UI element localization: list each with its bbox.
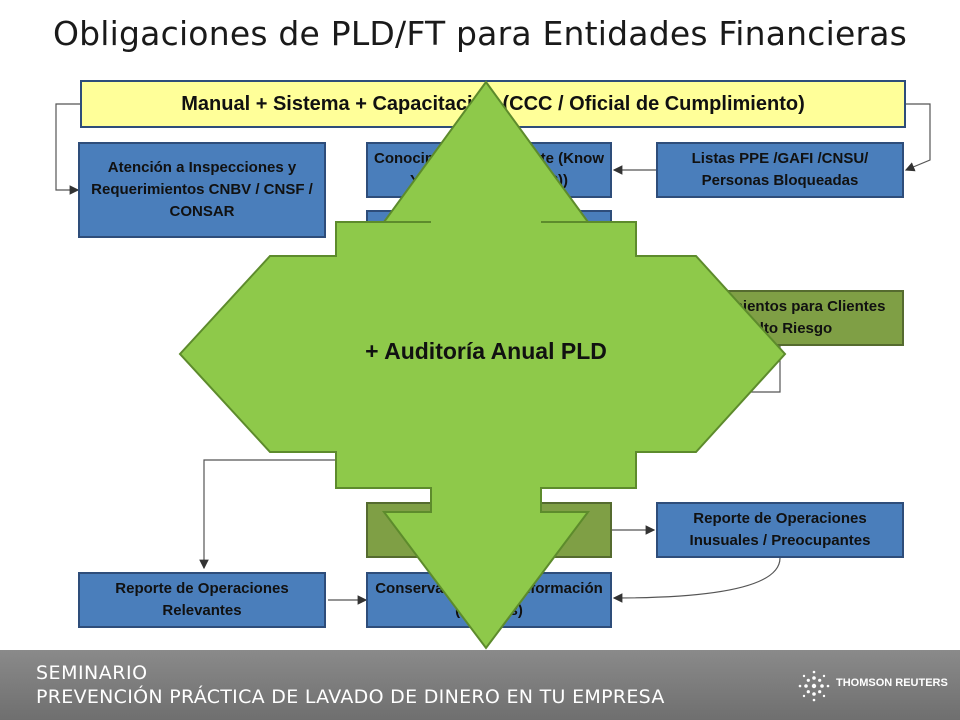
connector-banner-to-inspecciones: [55, 103, 80, 195]
center-label: + Auditoría Anual PLD: [365, 338, 607, 364]
connector-ros-to-conservacion: [612, 557, 781, 603]
box-ros: Reporte de Operaciones Inusuales / Preoc…: [656, 502, 904, 558]
box-listas: Listas PPE /GAFI /CNSU/ Personas Bloquea…: [656, 142, 904, 198]
footer-bar: SEMINARIO PREVENCIÓN PRÁCTICA DE LAVADO …: [0, 650, 960, 720]
footer-line1: SEMINARIO: [36, 662, 148, 684]
box-inspecciones: Atención a Inspecciones y Requerimientos…: [78, 142, 326, 238]
footer-brand: THOMSON REUTERS: [836, 677, 948, 689]
box-relevantes: Reporte de Operaciones Relevantes: [78, 572, 326, 628]
slide-title: Obligaciones de PLD/FT para Entidades Fi…: [52, 14, 908, 53]
footer-line2: PREVENCIÓN PRÁCTICA DE LAVADO DE DINERO …: [36, 686, 665, 708]
thomson-reuters-logo-icon: [798, 670, 830, 702]
connector-to-relevantes: [199, 459, 360, 570]
connector-banner-to-listas: [904, 103, 931, 172]
